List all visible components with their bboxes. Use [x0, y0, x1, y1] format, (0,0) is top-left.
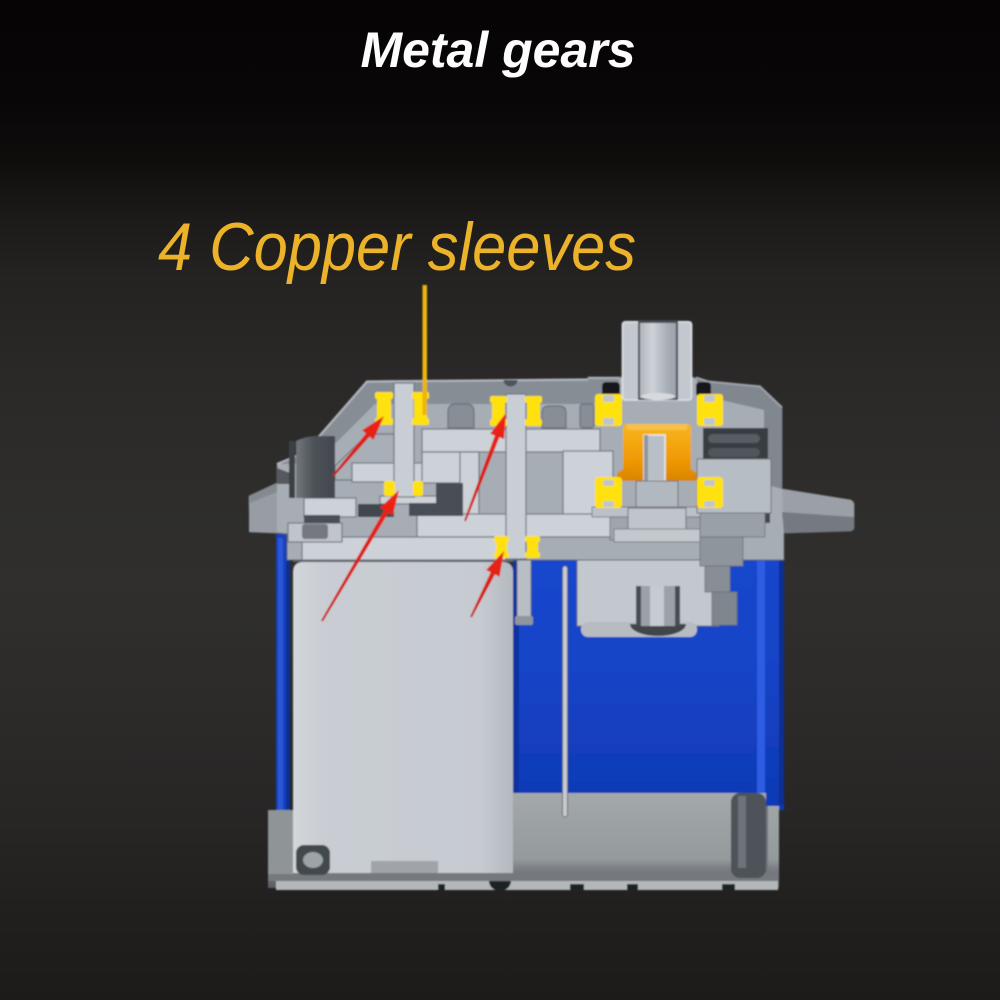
svg-text:Metal gears: Metal gears	[360, 22, 635, 78]
svg-text:4 Copper sleeves: 4 Copper sleeves	[158, 209, 636, 285]
